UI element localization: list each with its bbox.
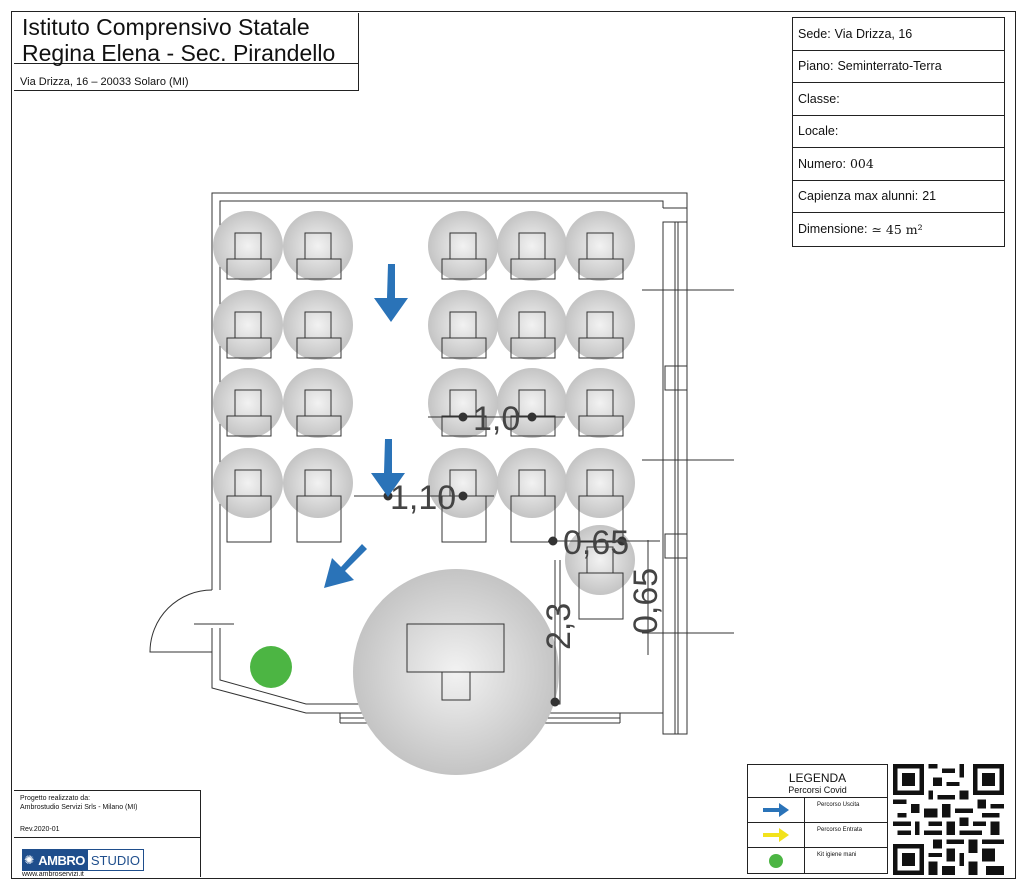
distance-circle bbox=[213, 448, 283, 518]
distance-circle bbox=[565, 368, 635, 438]
distance-circle bbox=[497, 211, 567, 281]
dimension-labels: 1,0 1,10 0,65 0,65 2,3 bbox=[390, 400, 665, 650]
dimension-lines bbox=[354, 412, 660, 707]
piano-label: Piano: bbox=[798, 59, 834, 74]
legend-header: LEGENDA Percorsi Covid bbox=[748, 765, 887, 798]
distance-circle bbox=[497, 368, 567, 438]
credits-block: Progetto realizzato da: Ambrostudio Serv… bbox=[14, 790, 201, 878]
distance-circle bbox=[213, 211, 283, 281]
info-row-capienza: Capienza max alunni:21 bbox=[793, 181, 1004, 213]
drawing-frame bbox=[11, 11, 1016, 879]
legend-kit-label: Kit igiene mani bbox=[817, 852, 857, 858]
student-spaces bbox=[213, 211, 635, 775]
revision-label: Rev.2020-01 bbox=[20, 826, 60, 833]
blue-arrow-icon bbox=[324, 544, 367, 588]
qr-code-icon bbox=[893, 764, 1004, 875]
legend-entry-label: Percorso Entrata bbox=[817, 827, 863, 833]
locale-label: Locale: bbox=[798, 124, 839, 139]
dimensione-value: ≃ 45 m² bbox=[871, 221, 923, 237]
logo-text-a: AMBRO bbox=[35, 850, 88, 870]
legend-title: LEGENDA bbox=[788, 771, 847, 785]
distance-circle bbox=[428, 448, 498, 518]
info-row-classe: Classe: bbox=[793, 83, 1004, 116]
numero-value: 004 bbox=[849, 156, 874, 172]
distance-circle bbox=[565, 211, 635, 281]
credits-divider bbox=[14, 837, 200, 838]
legend: LEGENDA Percorsi Covid Percorso Uscita P… bbox=[747, 764, 888, 874]
dim-label-0-65-vertical: 0,65 bbox=[627, 568, 665, 634]
legend-subtitle: Percorsi Covid bbox=[788, 785, 847, 795]
green-dot-icon bbox=[250, 646, 292, 688]
distance-circle bbox=[428, 290, 498, 360]
school-name-line1: Istituto Comprensivo Statale bbox=[22, 14, 310, 40]
exit-arrows bbox=[324, 264, 408, 588]
info-row-piano: Piano:Seminterrato-Terra bbox=[793, 51, 1004, 83]
school-name-line2: Regina Elena - Sec. Pirandello bbox=[22, 40, 336, 66]
ambrostudio-logo: ✺ AMBRO STUDIO bbox=[22, 849, 144, 871]
distance-circle bbox=[213, 368, 283, 438]
website-label: www.ambroservizi.it bbox=[22, 871, 84, 878]
credits-line2: Ambrostudio Servizi Srls - Milano (MI) bbox=[20, 804, 138, 811]
dimensione-label: Dimensione: bbox=[798, 222, 868, 237]
distance-circle bbox=[283, 211, 353, 281]
legend-row-entry: Percorso Entrata bbox=[748, 823, 887, 848]
sede-value: Via Drizza, 16 bbox=[834, 26, 913, 41]
distance-circle bbox=[428, 211, 498, 281]
school-address: Via Drizza, 16 – 20033 Solaro (MI) bbox=[20, 76, 189, 88]
info-row-locale: Locale: bbox=[793, 116, 1004, 148]
legend-exit-label: Percorso Uscita bbox=[817, 802, 860, 808]
legend-row-exit: Percorso Uscita bbox=[748, 798, 887, 823]
dim-label-2-3: 2,3 bbox=[540, 603, 578, 650]
blue-arrow-icon bbox=[763, 803, 789, 817]
distance-circle bbox=[283, 368, 353, 438]
distance-circle bbox=[283, 290, 353, 360]
distance-circle bbox=[497, 448, 567, 518]
distance-circle bbox=[565, 290, 635, 360]
title-block: Istituto Comprensivo Statale Regina Elen… bbox=[14, 13, 359, 66]
distance-circle bbox=[283, 448, 353, 518]
info-row-dimensione: Dimensione:≃ 45 m² bbox=[793, 213, 1004, 246]
credits-line1: Progetto realizzato da: bbox=[20, 795, 91, 802]
legend-row-kit: Kit igiene mani bbox=[748, 848, 887, 873]
distance-circle bbox=[497, 290, 567, 360]
desks bbox=[226, 232, 624, 701]
green-dot-icon bbox=[769, 853, 783, 868]
distance-circle bbox=[213, 290, 283, 360]
blue-arrow-icon bbox=[371, 439, 405, 497]
dim-label-1-0: 1,0 bbox=[473, 400, 520, 438]
capienza-value: 21 bbox=[922, 189, 937, 204]
distance-circle bbox=[428, 368, 498, 438]
piano-value: Seminterrato-Terra bbox=[837, 59, 942, 74]
logo-text-b: STUDIO bbox=[90, 852, 140, 868]
dim-label-1-10: 1,10 bbox=[390, 479, 456, 517]
sun-icon: ✺ bbox=[23, 850, 36, 870]
distance-circle bbox=[565, 448, 635, 518]
classe-label: Classe: bbox=[798, 91, 840, 106]
yellow-arrow-icon bbox=[763, 828, 789, 842]
info-row-numero: Numero:004 bbox=[793, 148, 1004, 181]
info-row-sede: Sede:Via Drizza, 16 bbox=[793, 18, 1004, 51]
room-info-table: Sede:Via Drizza, 16 Piano:Seminterrato-T… bbox=[792, 17, 1005, 247]
dim-label-0-65-horizontal: 0,65 bbox=[563, 524, 629, 562]
capienza-label: Capienza max alunni: bbox=[798, 189, 919, 204]
sede-label: Sede: bbox=[798, 26, 831, 41]
address-block: Via Drizza, 16 – 20033 Solaro (MI) bbox=[14, 63, 359, 91]
numero-label: Numero: bbox=[798, 156, 846, 171]
blue-arrow-icon bbox=[374, 264, 408, 322]
